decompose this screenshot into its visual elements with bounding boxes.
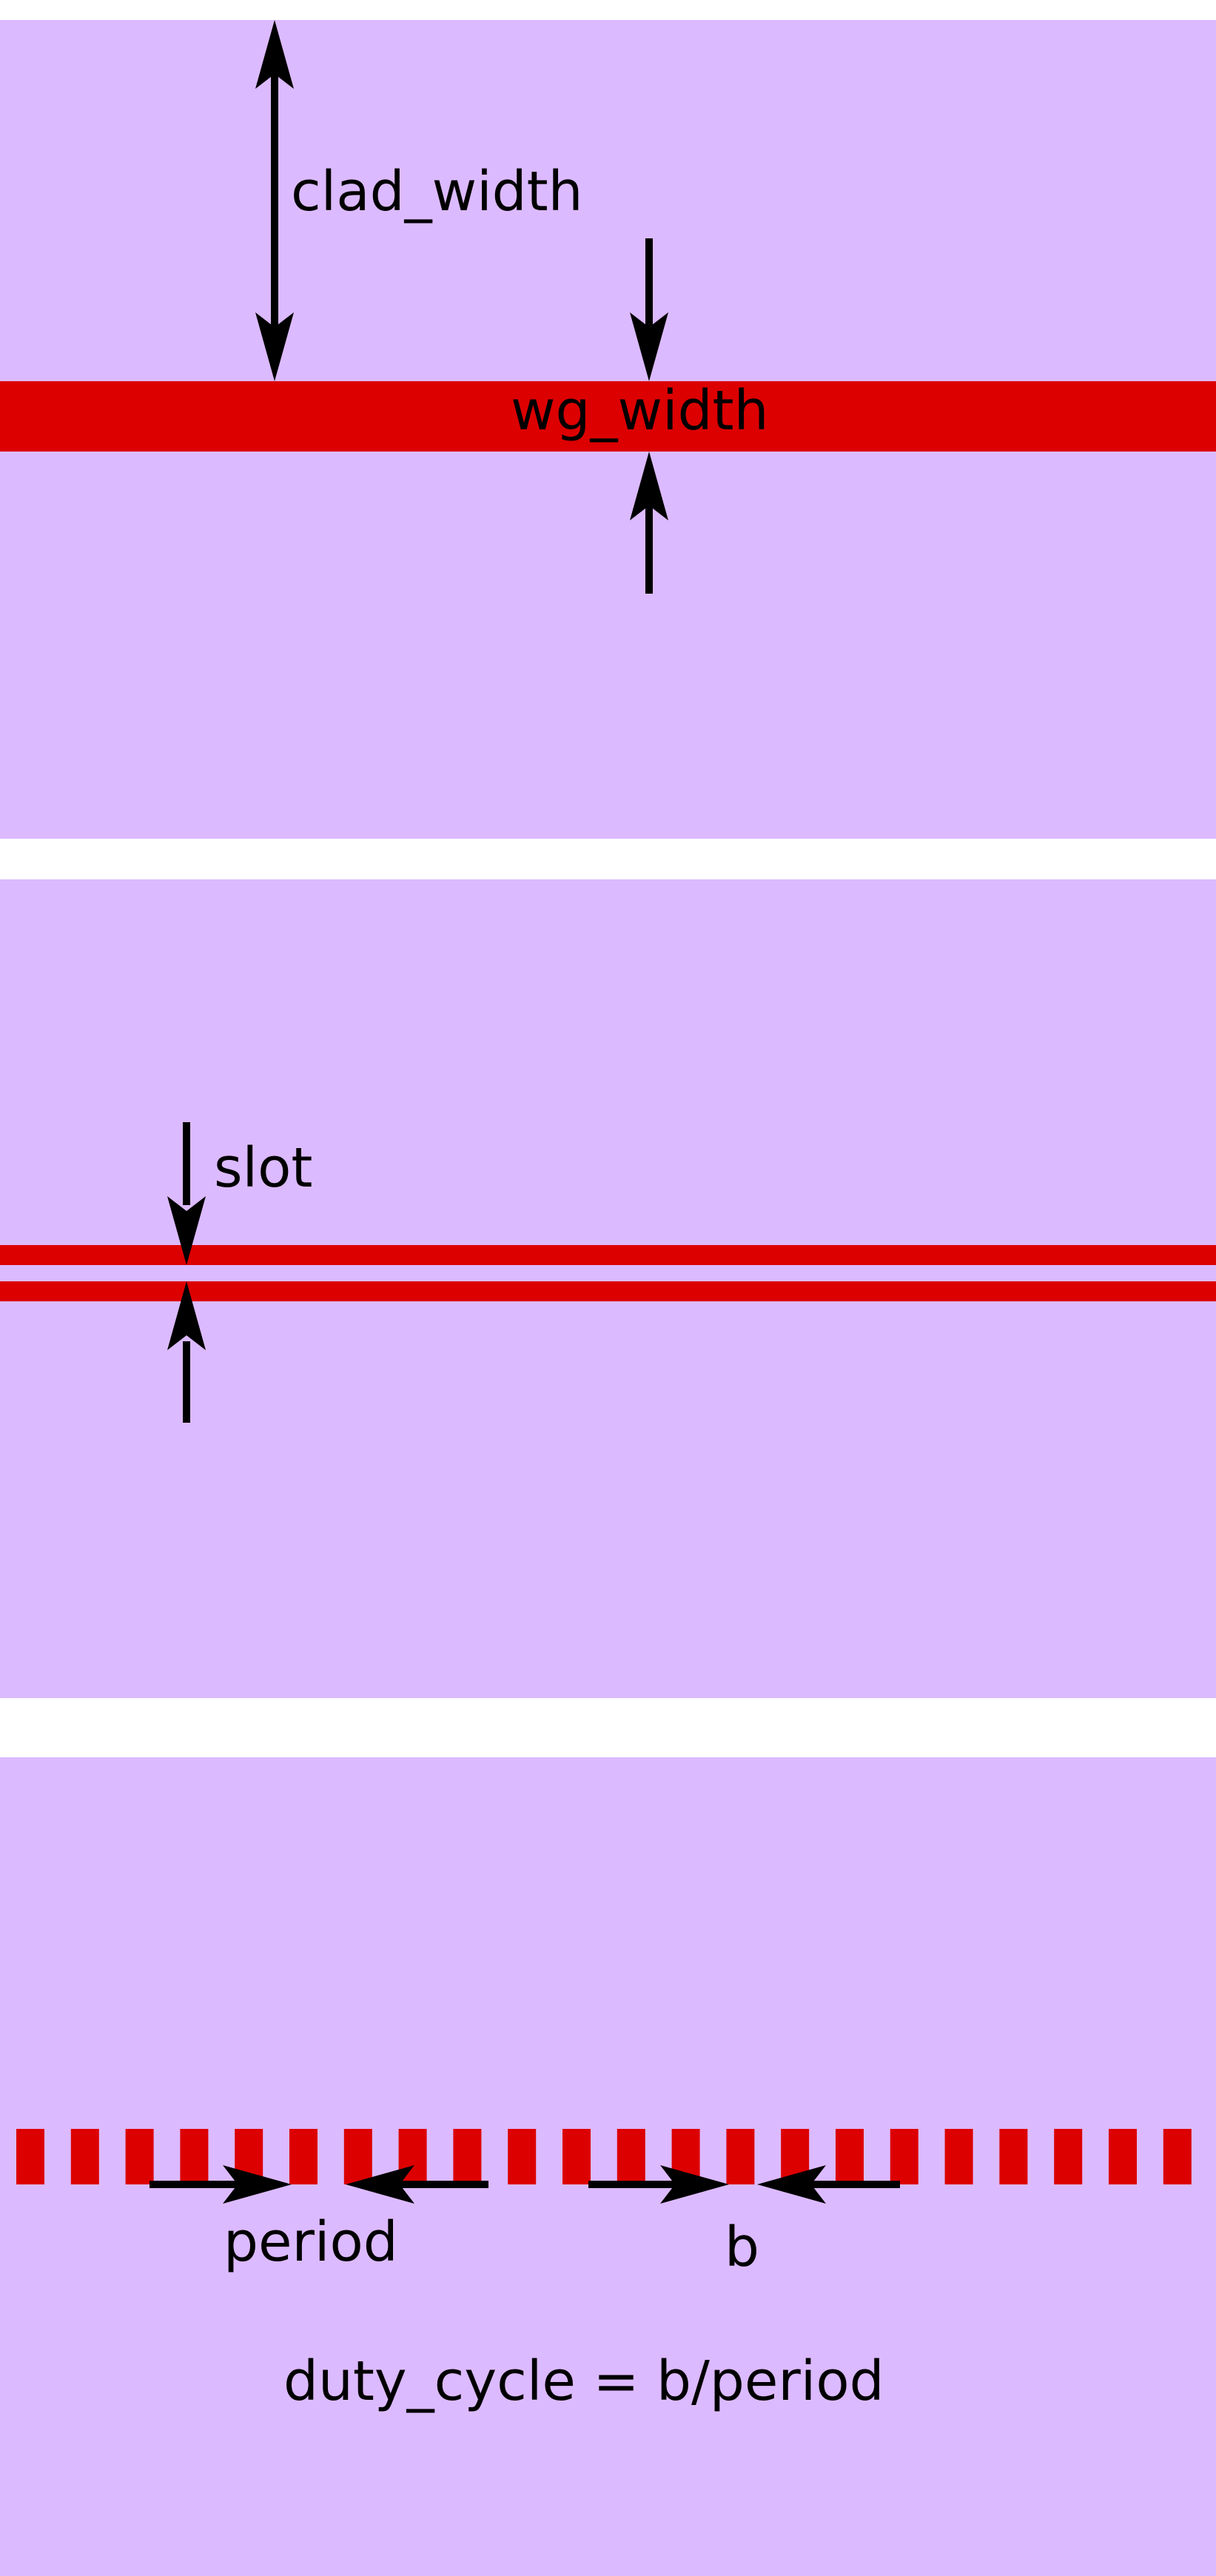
b-label: b bbox=[725, 2216, 759, 2279]
grating-segment bbox=[617, 2129, 645, 2184]
grating-segment bbox=[289, 2129, 318, 2184]
grating-segment bbox=[836, 2129, 864, 2184]
grating-segment bbox=[16, 2129, 44, 2184]
grating-segments bbox=[16, 2129, 1192, 2184]
clad-width-arrow-head-bottom bbox=[255, 312, 294, 381]
slot-label: slot bbox=[214, 1136, 312, 1200]
strip-waveguide-core bbox=[0, 381, 1216, 452]
grating-segment bbox=[1109, 2129, 1137, 2184]
grating-segment bbox=[125, 2129, 154, 2184]
grating-segment bbox=[343, 2129, 372, 2184]
grating-segment bbox=[453, 2129, 482, 2184]
grating-segment bbox=[1163, 2129, 1192, 2184]
slot-rail-bottom bbox=[0, 1281, 1216, 1301]
b-arrow-head-right bbox=[757, 2165, 826, 2204]
panel-grating-waveguide: period b duty_cycle = b/period bbox=[0, 1757, 1216, 2576]
period-arrow-head-left bbox=[223, 2165, 292, 2204]
period-arrow-head-right bbox=[346, 2165, 414, 2204]
grating-segment bbox=[70, 2129, 99, 2184]
grating-segment bbox=[944, 2129, 973, 2184]
duty-cycle-formula: duty_cycle = b/period bbox=[283, 2349, 884, 2413]
grating-segment bbox=[890, 2129, 918, 2184]
panel-strip-waveguide: clad_width wg_width bbox=[0, 20, 1216, 839]
panel-slot-waveguide: slot bbox=[0, 879, 1216, 1698]
b-arrow-head-left bbox=[660, 2165, 729, 2204]
grating-segment bbox=[1054, 2129, 1083, 2184]
grating-segment bbox=[508, 2129, 537, 2184]
grating-segment bbox=[999, 2129, 1028, 2184]
wg-width-label: wg_width bbox=[511, 379, 768, 443]
period-label: period bbox=[224, 2210, 398, 2274]
slot-arrow-head-bottom bbox=[167, 1281, 206, 1350]
wg-width-arrow-head-top bbox=[630, 312, 668, 381]
wg-width-arrow-head-bottom bbox=[630, 452, 668, 520]
grating-segment bbox=[562, 2129, 591, 2184]
slot-arrow-head-top bbox=[167, 1196, 206, 1265]
grating-segment bbox=[180, 2129, 209, 2184]
grating-segment bbox=[726, 2129, 755, 2184]
slot-rail-top bbox=[0, 1245, 1216, 1265]
clad-width-label: clad_width bbox=[291, 160, 583, 224]
clad-width-arrow-head-top bbox=[255, 20, 294, 89]
